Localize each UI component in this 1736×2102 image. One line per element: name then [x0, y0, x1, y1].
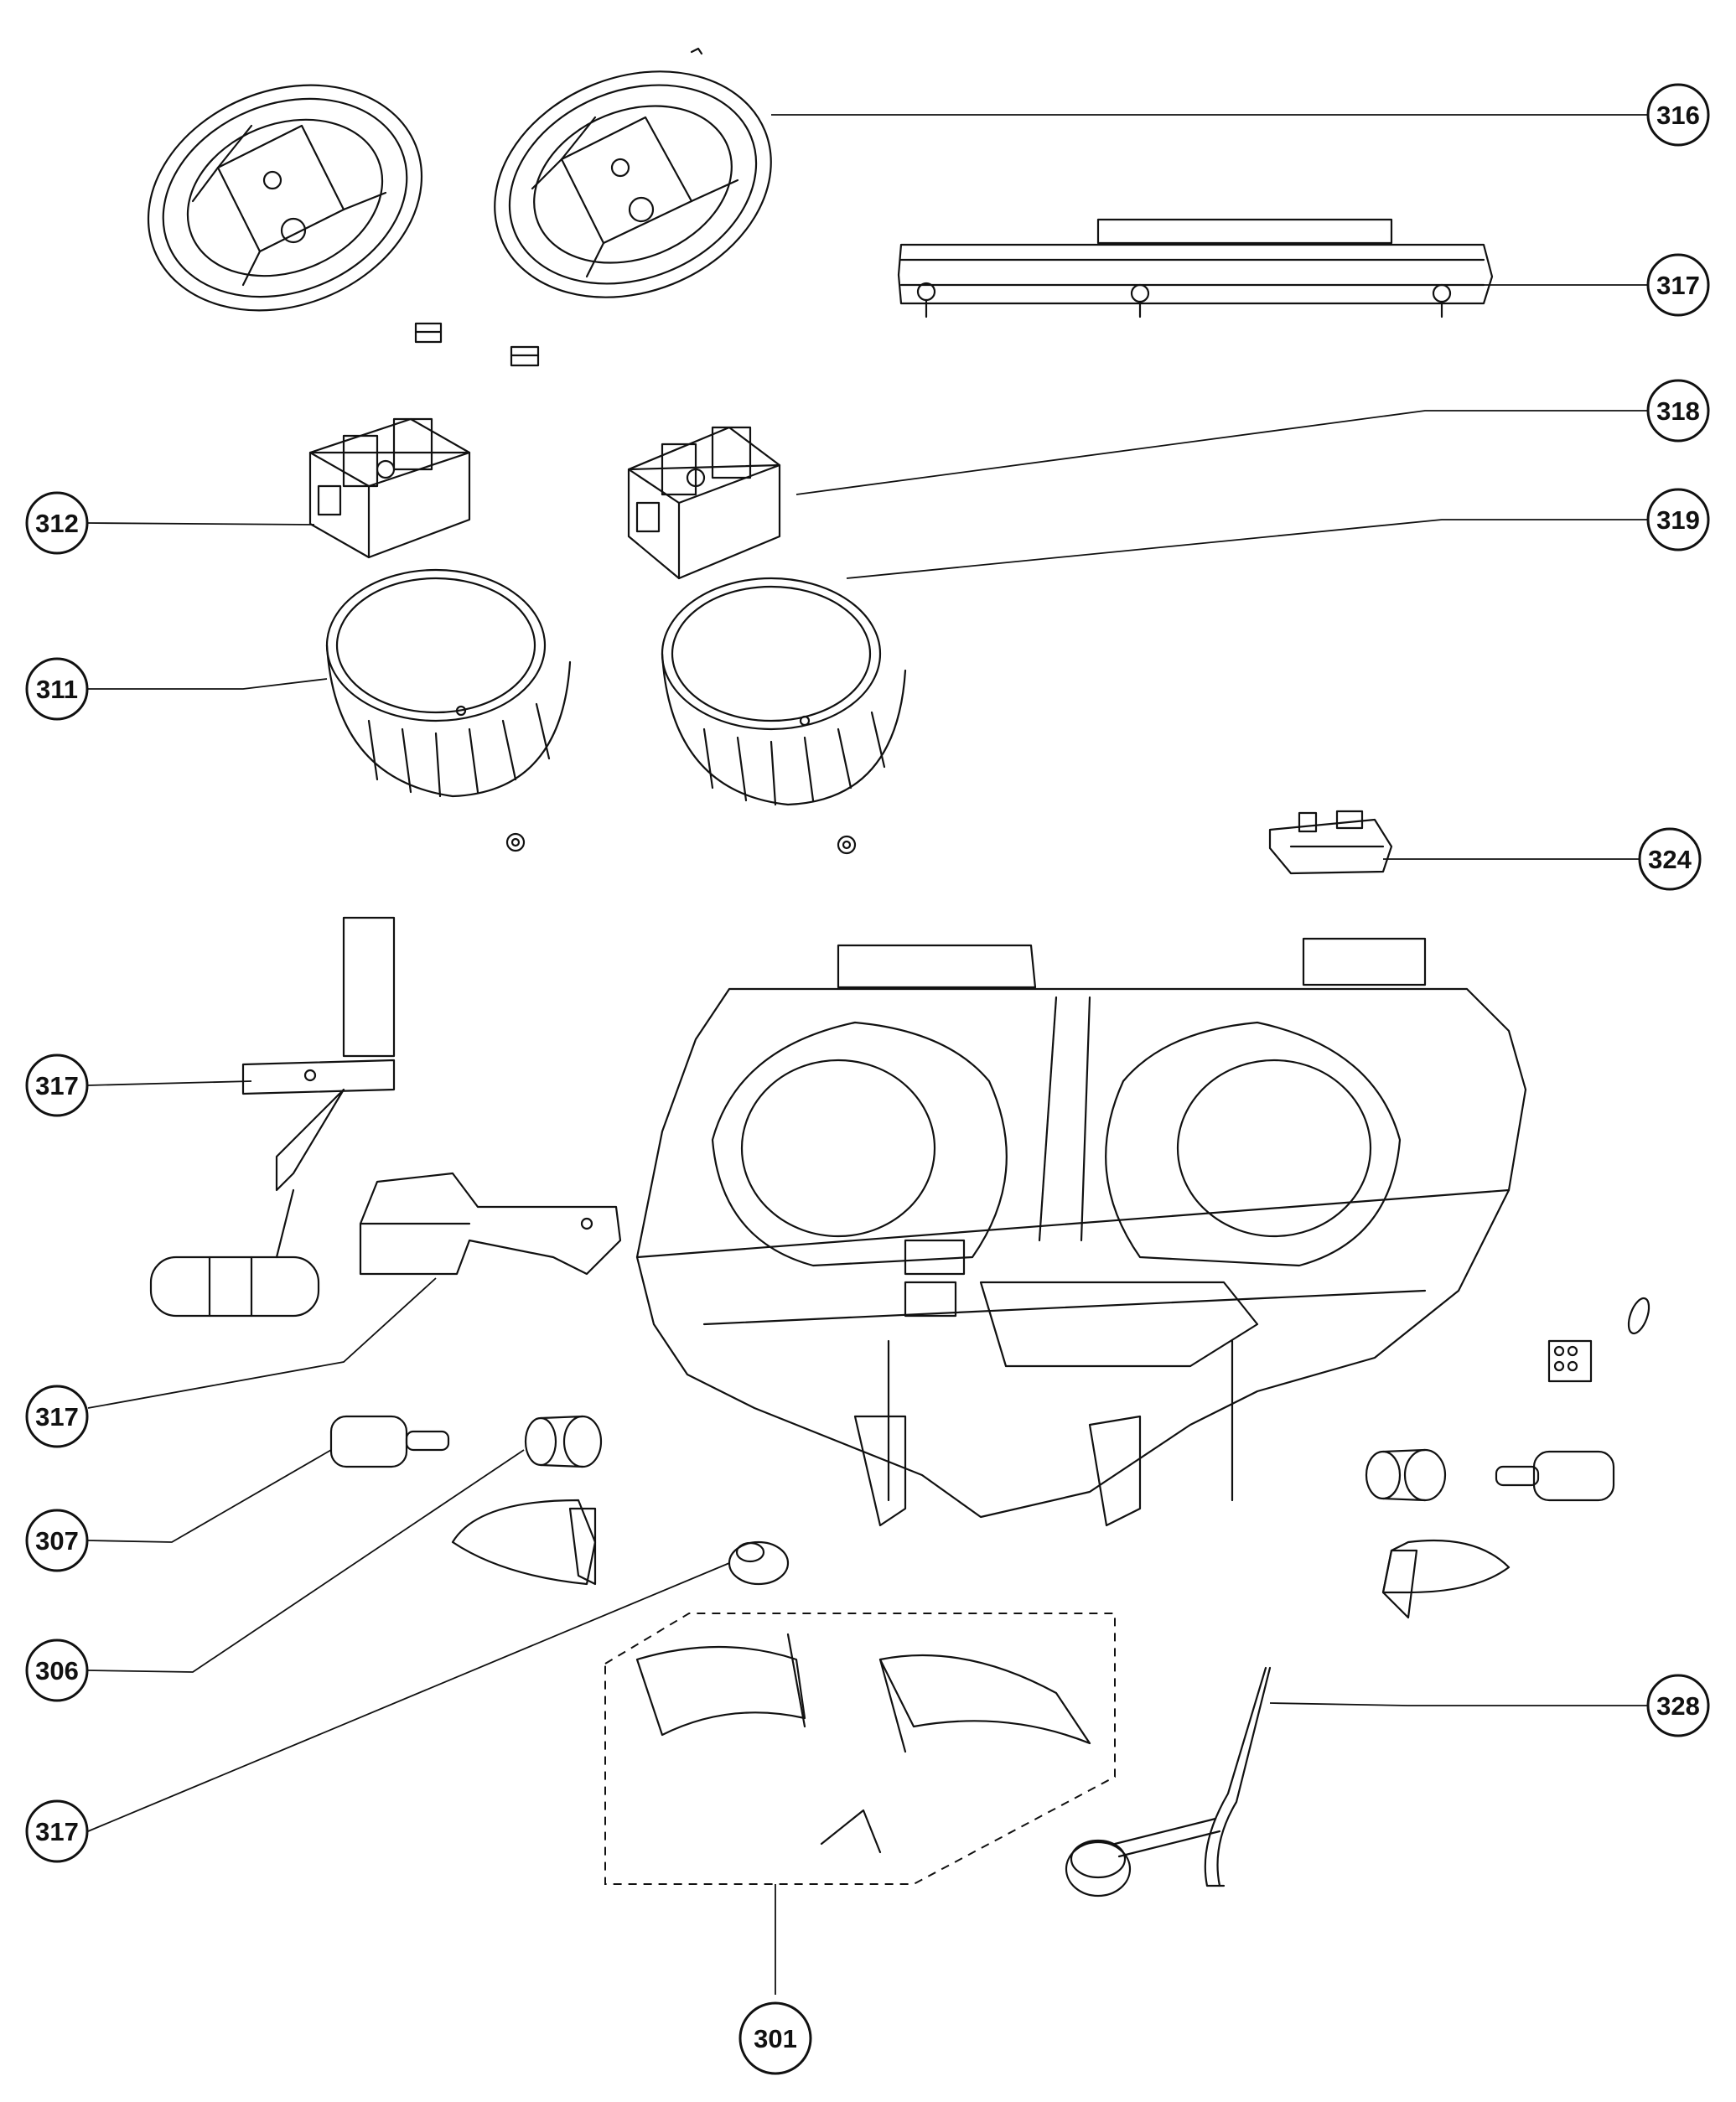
small-clip-right — [510, 345, 540, 367]
callout-317-mid: 317 — [25, 1054, 89, 1117]
callout-301: 301 — [738, 2001, 812, 2075]
damper-blade — [149, 916, 396, 1318]
axle-pin — [329, 1415, 450, 1468]
callout-312: 312 — [25, 491, 89, 555]
leader-317-mid — [87, 1080, 252, 1086]
axle-pin-right — [1495, 1450, 1615, 1502]
small-clip-left — [414, 322, 443, 344]
callout-317-bottom: 317 — [25, 1799, 89, 1863]
end-cap-left — [451, 1499, 597, 1586]
callout-316: 316 — [1646, 83, 1710, 147]
bushing-right — [1365, 1448, 1447, 1502]
mounting-rail — [897, 218, 1494, 318]
spring-clip — [1627, 1297, 1650, 1335]
fan-motor-left — [308, 417, 471, 559]
leader-306 — [87, 1449, 525, 1673]
mounting-bracket — [359, 1172, 622, 1276]
fan-shroud-left — [147, 84, 423, 312]
leader-328 — [1269, 1702, 1648, 1706]
leader-lines — [86, 114, 1648, 1995]
adjustment-knob — [728, 1540, 790, 1586]
callout-319: 319 — [1646, 488, 1710, 551]
bushing — [524, 1415, 603, 1468]
leader-312 — [86, 522, 315, 526]
callout-label: 319 — [1656, 505, 1700, 535]
callout-317-lower: 317 — [25, 1385, 89, 1448]
callout-label: 311 — [36, 675, 78, 704]
callout-328: 328 — [1646, 1674, 1710, 1737]
callout-label: 312 — [35, 509, 79, 538]
hex-nut-left — [505, 832, 526, 852]
callout-label: 317 — [35, 1817, 79, 1846]
leader-318 — [795, 410, 1648, 495]
callout-label: 328 — [1656, 1691, 1700, 1721]
callout-317-top: 317 — [1646, 253, 1710, 317]
callout-label: 301 — [754, 2024, 797, 2053]
callout-label: 316 — [1656, 101, 1700, 130]
leader-307 — [87, 1449, 332, 1543]
callout-318: 318 — [1646, 379, 1710, 443]
louver-group-outline — [604, 1613, 1116, 1885]
leader-319 — [846, 519, 1648, 579]
callout-324: 324 — [1638, 827, 1702, 891]
callout-label: 317 — [35, 1071, 79, 1100]
callout-311: 311 — [25, 657, 89, 721]
callout-label: 317 — [1656, 271, 1700, 300]
leader-317-bottom — [87, 1562, 730, 1832]
callout-label: 317 — [35, 1402, 79, 1432]
callout-label: 324 — [1648, 845, 1692, 874]
control-board — [1268, 810, 1393, 875]
callout-307: 307 — [25, 1509, 89, 1572]
blower-wheel-right — [661, 577, 907, 806]
terminal-block — [1547, 1339, 1593, 1383]
blower-wheel-left — [325, 568, 572, 798]
hex-nut-right — [837, 835, 857, 855]
leader-311 — [86, 678, 328, 690]
callout-306: 306 — [25, 1639, 89, 1702]
callout-label: 318 — [1656, 396, 1700, 426]
end-cap-right — [1381, 1539, 1511, 1619]
callout-label: 306 — [35, 1656, 79, 1685]
sensor-arm — [1065, 1666, 1272, 1897]
callout-label: 307 — [35, 1526, 79, 1556]
leader-317-lower — [87, 1277, 437, 1409]
fan-shroud-right — [494, 47, 772, 298]
louver-assembly — [635, 1633, 1091, 1854]
fan-motor-right — [627, 426, 781, 580]
main-housing — [635, 937, 1527, 1527]
